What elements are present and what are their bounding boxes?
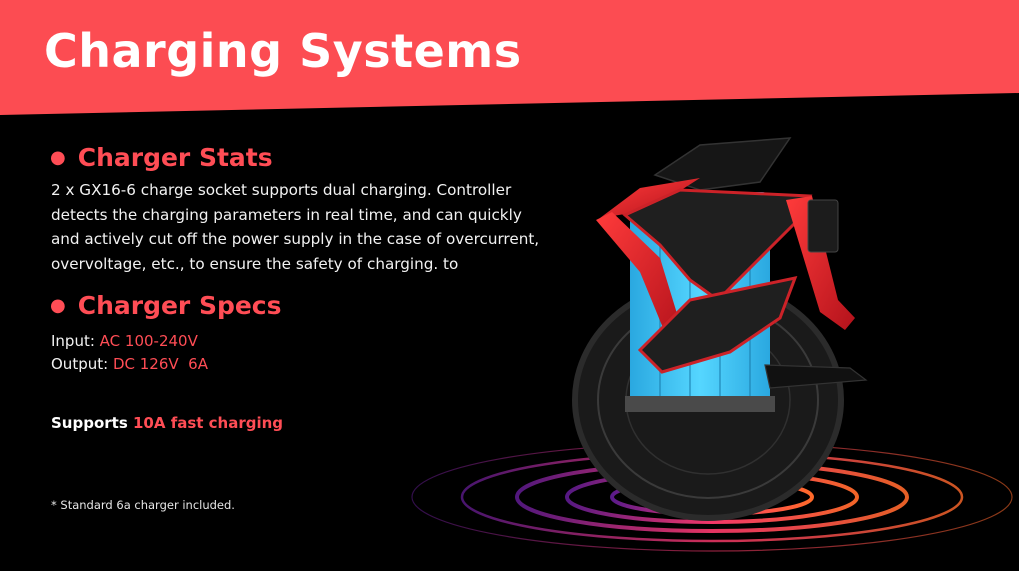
fast-charging-prefix: Supports — [51, 414, 133, 432]
input-spec: Input: AC 100-240V — [51, 332, 198, 350]
output-spec: Output: DC 126V 6A — [51, 355, 208, 373]
footnote: * Standard 6a charger included. — [51, 498, 235, 512]
page-title: Charging Systems — [44, 24, 522, 78]
bullet-icon: ● — [50, 295, 66, 316]
charger-stats-heading: ● Charger Stats — [50, 143, 273, 172]
electric-unicycle-illustration — [411, 137, 1013, 552]
input-label: Input: — [51, 332, 100, 350]
charger-stats-description: 2 x GX16-6 charge socket supports dual c… — [51, 181, 540, 273]
title-banner: Charging Systems — [0, 0, 1019, 115]
charger-stats-heading-text: Charger Stats — [77, 143, 273, 172]
banner-shape — [0, 0, 1019, 115]
input-value: AC 100-240V — [99, 332, 198, 350]
pedal-icon — [764, 364, 868, 389]
charger-specs-heading-text: Charger Specs — [77, 291, 282, 320]
bullet-icon: ● — [50, 147, 66, 168]
seat-icon — [653, 137, 792, 191]
output-value: DC 126V 6A — [112, 355, 208, 373]
fast-charging-note: Supports 10A fast charging — [51, 414, 283, 432]
charger-specs-heading: ● Charger Specs — [50, 291, 282, 320]
side-panel-icon — [596, 212, 682, 345]
fast-charging-highlight: 10A fast charging — [132, 414, 284, 432]
output-label: Output: — [51, 355, 113, 373]
